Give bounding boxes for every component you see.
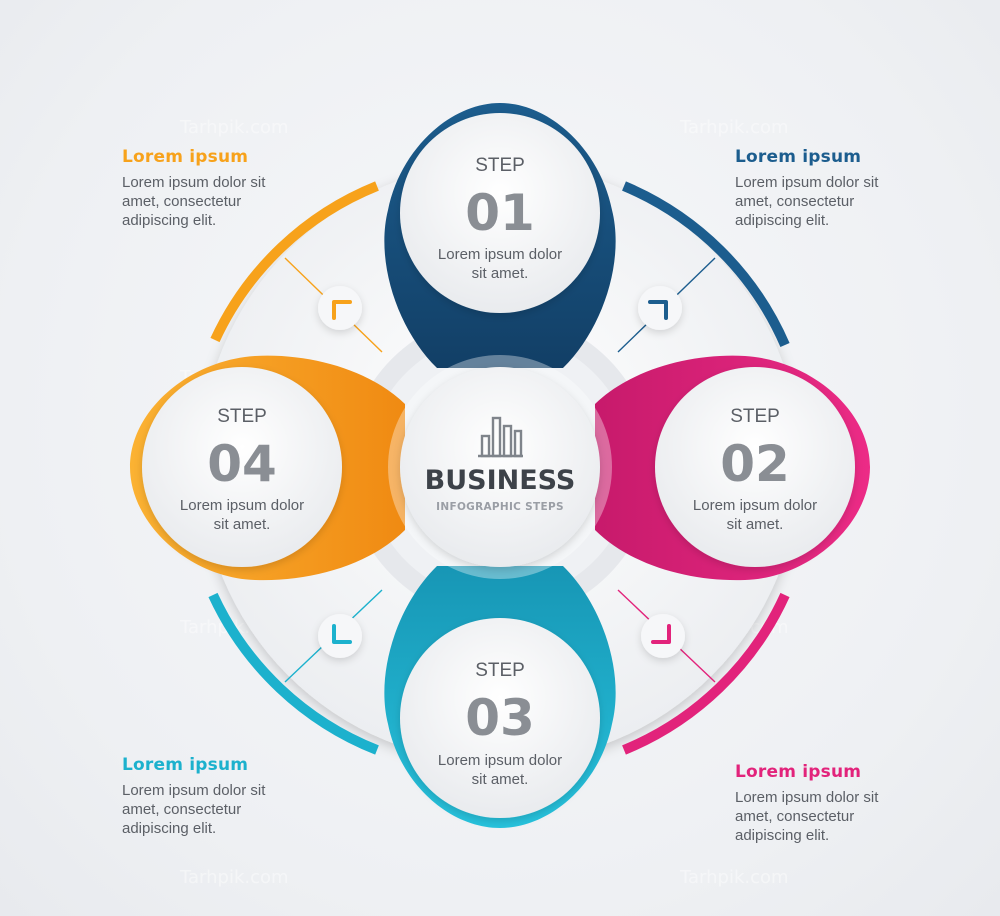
corner-arrow-icon	[651, 624, 671, 644]
step-text-line1: Lorem ipsum dolor	[180, 497, 304, 514]
step-label: STEP	[475, 660, 525, 681]
step-circle	[142, 367, 342, 567]
center-circle	[400, 367, 600, 567]
step-label: STEP	[217, 406, 267, 427]
watermark-text: Tarhpik.com	[179, 117, 289, 138]
badge-top-left	[318, 286, 362, 330]
corner-body: Lorem ipsum dolor sit amet, consectetur …	[122, 782, 266, 837]
corner-arrow-icon	[332, 624, 352, 644]
step-label: STEP	[730, 406, 780, 427]
bar-chart-icon	[478, 416, 523, 458]
badge-bottom-right	[641, 614, 685, 658]
step-03: STEP 03 Lorem ipsum dolor sit amet.	[400, 618, 600, 818]
corner-body: Lorem ipsum dolor sit amet, consectetur …	[735, 789, 879, 844]
step-number: 01	[465, 184, 535, 242]
step-circle	[400, 113, 600, 313]
corner-body: Lorem ipsum dolor sit amet, consectetur …	[122, 174, 266, 229]
center-hub: BUSINESS INFOGRAPHIC STEPS	[388, 355, 612, 579]
step-text-line2: sit amet.	[727, 516, 784, 533]
step-label: STEP	[475, 155, 525, 176]
corner-title: Lorem ipsum	[122, 147, 249, 167]
step-circle	[655, 367, 855, 567]
corner-arrow-icon	[332, 300, 352, 320]
step-text-line2: sit amet.	[472, 771, 529, 788]
arc-step4	[210, 181, 379, 343]
step-number: 03	[465, 689, 535, 747]
badge-top-right	[638, 286, 682, 330]
step-text-line2: sit amet.	[472, 265, 529, 282]
arc-step2	[622, 592, 790, 755]
corner-title: Lorem ipsum	[735, 762, 862, 782]
corner-note-top-right: Lorem ipsum Lorem ipsum dolor sit amet, …	[735, 147, 935, 230]
step-01: STEP 01 Lorem ipsum dolor sit amet.	[400, 113, 600, 313]
center-subtitle: INFOGRAPHIC STEPS	[436, 501, 564, 513]
corner-note-bottom-right: Lorem ipsum Lorem ipsum dolor sit amet, …	[735, 762, 935, 845]
watermark-text: Tarhpik.com	[179, 867, 289, 888]
center-title: BUSINESS	[425, 465, 576, 496]
step-02: STEP 02 Lorem ipsum dolor sit amet.	[655, 367, 855, 567]
corner-note-top-left: Lorem ipsum Lorem ipsum dolor sit amet, …	[122, 147, 322, 230]
badge-bottom-left	[318, 614, 362, 658]
step-04: STEP 04 Lorem ipsum dolor sit amet.	[142, 367, 342, 567]
step-number: 02	[720, 435, 790, 493]
step-text-line1: Lorem ipsum dolor	[693, 497, 817, 514]
step-text-line1: Lorem ipsum dolor	[438, 246, 562, 263]
arc-step3	[208, 592, 379, 755]
watermark-text: Tarhpik.com	[679, 117, 789, 138]
arc-step1	[622, 181, 790, 347]
step-text-line2: sit amet.	[214, 516, 271, 533]
step-circle	[400, 618, 600, 818]
corner-note-bottom-left: Lorem ipsum Lorem ipsum dolor sit amet, …	[122, 755, 322, 838]
step-number: 04	[207, 435, 277, 493]
corner-arrow-icon	[648, 300, 668, 320]
corner-title: Lorem ipsum	[122, 755, 249, 775]
connector-badges	[318, 286, 685, 658]
outer-arcs	[208, 181, 790, 755]
step-text-line1: Lorem ipsum dolor	[438, 752, 562, 769]
corner-title: Lorem ipsum	[735, 147, 862, 167]
watermark-text: Tarhpik.com	[679, 867, 789, 888]
corner-body: Lorem ipsum dolor sit amet, consectetur …	[735, 174, 879, 229]
